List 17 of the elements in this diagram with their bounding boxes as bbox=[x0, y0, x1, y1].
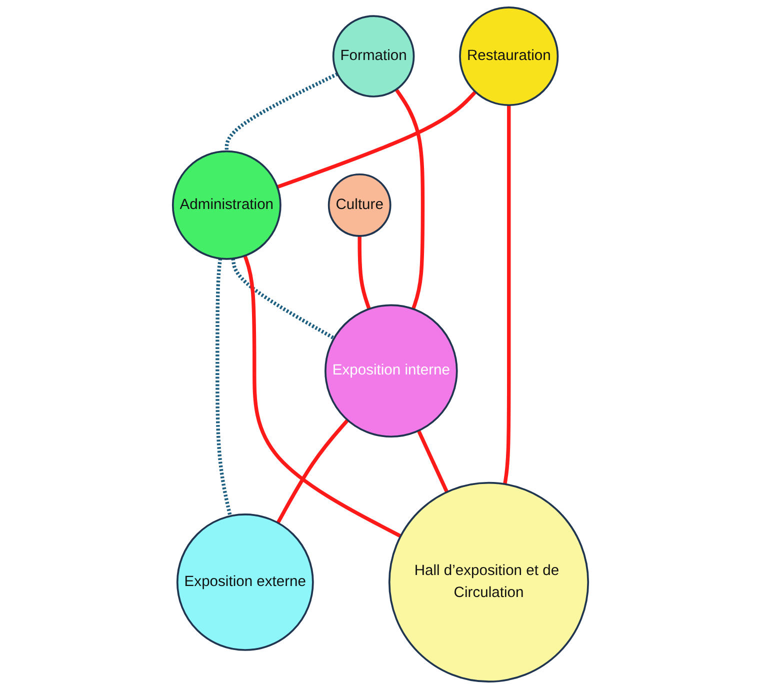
node-circle: Restauration bbox=[459, 6, 559, 106]
connector bbox=[216, 258, 232, 517]
connector bbox=[276, 90, 477, 189]
node-circle: Hall d’exposition et de Circulation bbox=[388, 482, 590, 683]
connector bbox=[276, 418, 350, 524]
connector bbox=[243, 255, 402, 538]
connector bbox=[394, 88, 425, 310]
node-circle: Exposition externe bbox=[176, 514, 314, 651]
node-circle: Formation bbox=[332, 15, 415, 98]
connector bbox=[416, 430, 449, 493]
node-circle: Culture bbox=[328, 173, 392, 237]
connector bbox=[231, 258, 336, 340]
connector bbox=[503, 105, 511, 484]
node-circle: Exposition interne bbox=[324, 304, 458, 438]
connector bbox=[224, 72, 338, 152]
node-circle: Administration bbox=[172, 150, 282, 260]
connector bbox=[358, 236, 371, 310]
